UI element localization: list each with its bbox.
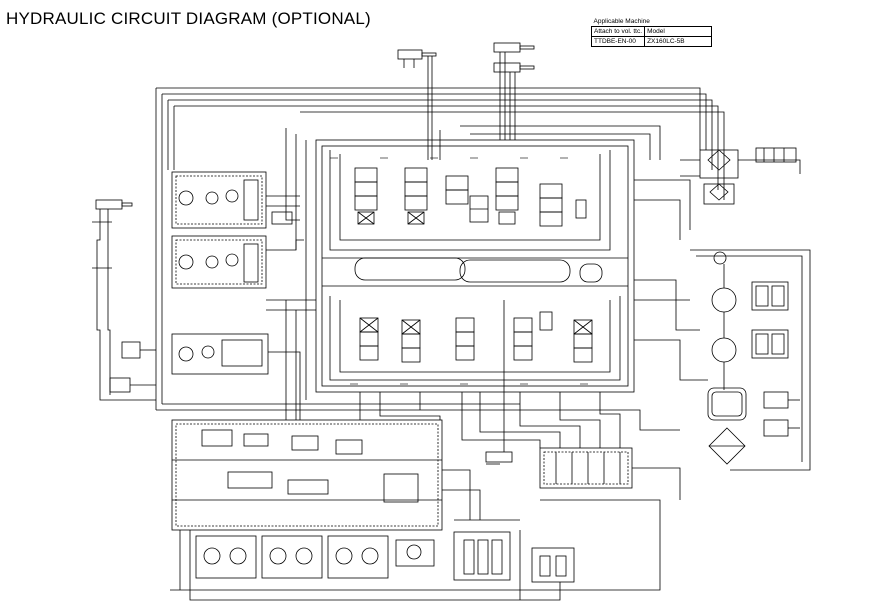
- doc-number-cell: TTDBE-EN-00: [590, 36, 646, 47]
- applicable-machine-header: Applicable Machine: [593, 18, 650, 25]
- spool-lower-4: [513, 311, 553, 361]
- pilot-valve-left-mid: [171, 333, 269, 375]
- cylinder-top-right-1: [493, 42, 535, 140]
- main-line-frame: [155, 87, 725, 431]
- connection-ports: [330, 157, 588, 385]
- spool-lower-3: [455, 317, 475, 361]
- cylinder-center: [485, 300, 513, 465]
- pilot-unit-bottom-center: [453, 519, 520, 581]
- solenoid-valve-block: [170, 447, 661, 591]
- spool-upper-5: [539, 183, 587, 227]
- pilot-lines: [179, 125, 708, 601]
- pilot-valve-left-lower: [171, 235, 304, 289]
- spool-lower-1: [359, 317, 379, 361]
- spool-upper-2: [404, 167, 428, 225]
- spool-upper-3: [445, 175, 489, 223]
- pilot-valves-right-lower: [763, 391, 800, 437]
- spool-lower-5: [573, 319, 593, 363]
- spool-lower-2: [401, 319, 421, 363]
- page-title: HYDRAULIC CIRCUIT DIAGRAM (OPTIONAL): [6, 9, 371, 28]
- engine-block: [707, 387, 747, 421]
- spool-upper-4: [495, 167, 519, 225]
- small-valve-left: [109, 341, 156, 393]
- pilot-valve-left-upper: [171, 171, 300, 229]
- spool-upper-1: [354, 167, 378, 225]
- control-valve-block: [315, 139, 635, 393]
- cylinder-top-left: [397, 49, 437, 160]
- remote-control-valves-bottom: [195, 535, 435, 579]
- pump-assembly-right: [690, 249, 811, 471]
- applicable-machine-table: Applicable Machine Attach to vol. ttc. M…: [590, 17, 713, 47]
- pilot-unit-bottom-right: [531, 547, 575, 583]
- oil-cooler: [708, 427, 746, 465]
- hydraulic-tank-filter: [680, 147, 801, 205]
- pilot-block-bottom-left: [171, 419, 443, 531]
- model-value-cell: ZX160LC-5B: [644, 36, 713, 47]
- cylinder-left: [92, 199, 156, 401]
